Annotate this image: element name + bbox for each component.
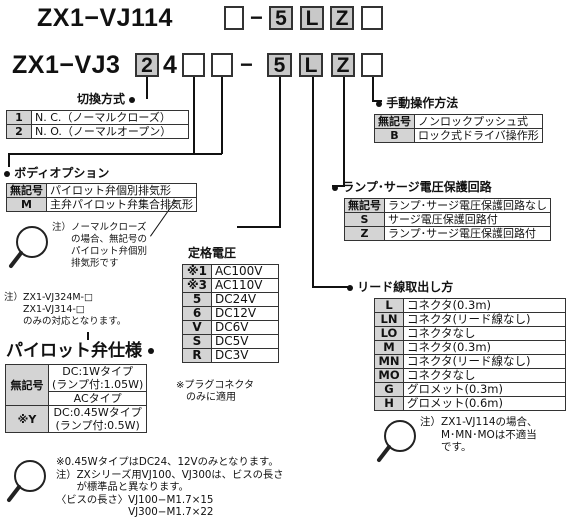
pilot-note: ※0.45WタイプはDC24、12Vのみとなります。 注）ZXシリーズ用VJ10…	[56, 456, 284, 518]
box-L: L	[300, 6, 324, 30]
magnifier-icon	[7, 460, 46, 502]
body-option-note: 注）ノーマルクローズ の場合、無記号の パイロット弁個別 排気形です	[52, 222, 148, 269]
dash: −	[250, 5, 263, 30]
pilot-title: パイロット弁仕様	[6, 342, 154, 361]
model-line-1: ZX1−VJ114	[37, 4, 173, 32]
blank-box	[211, 53, 233, 77]
lead-title: リード線取出し方	[347, 280, 453, 294]
bullet-icon	[4, 170, 10, 177]
voltage-note: ※プラグコネクタ のみに適用	[176, 380, 254, 403]
box-Z: Z	[331, 53, 355, 77]
table-row: ※Y DC:0.45Wタイプ	[5, 405, 148, 433]
bullet-icon	[347, 284, 353, 291]
manual-title: 手動操作方法	[376, 96, 458, 110]
blank-box	[361, 53, 383, 77]
magnifier-icon	[377, 420, 416, 462]
table-row: 無記号ノンロックプッシュ式	[374, 114, 543, 129]
bullet-icon	[147, 348, 154, 354]
bullet-icon	[376, 100, 382, 107]
body-option-note-2: 注）ZX1-VJ324M-□ ZX1-VJ314-□ のみの対応となります。	[4, 292, 127, 327]
lead-note: 注）ZX1-VJ114の場合、 M･MN･MOは不適当 です。	[420, 416, 538, 453]
voltage-title: 定格電圧	[188, 246, 237, 260]
box-five: 5	[267, 53, 292, 77]
table-row: 無記号パイロット弁個別排気形	[6, 183, 197, 198]
pilot-table: 無記号 DC:1Wタイプ (ランプ付:1.05W) ACタイプ ※Y DC:0.…	[5, 364, 148, 433]
blank-box	[182, 53, 205, 77]
blank-box	[361, 6, 383, 30]
lamp-title: ランプ･サージ電圧保護回路	[332, 180, 492, 194]
dash: −	[240, 52, 253, 77]
magnifier-icon	[9, 226, 48, 268]
blank-box	[224, 6, 244, 30]
bullet-icon	[332, 184, 338, 191]
box-switch-digit: 2	[135, 53, 159, 77]
body-option-title: ボディオプション	[4, 166, 109, 180]
switching-title: 切換方式	[77, 92, 136, 106]
box-Z: Z	[330, 6, 354, 30]
table-row: 無記号 DC:1Wタイプ	[5, 364, 148, 406]
table-row: (ランプ付:0.5W)	[6, 419, 148, 433]
bullet-icon	[129, 96, 136, 103]
table-row: 無記号ランプ･サージ電圧保護回路なし	[344, 198, 551, 213]
table-row: ACタイプ	[6, 391, 148, 406]
model-digit: 4	[163, 51, 178, 79]
model-line-2: ZX1−VJ3	[12, 51, 121, 79]
box-L: L	[299, 53, 323, 77]
box-five: 5	[269, 6, 293, 30]
